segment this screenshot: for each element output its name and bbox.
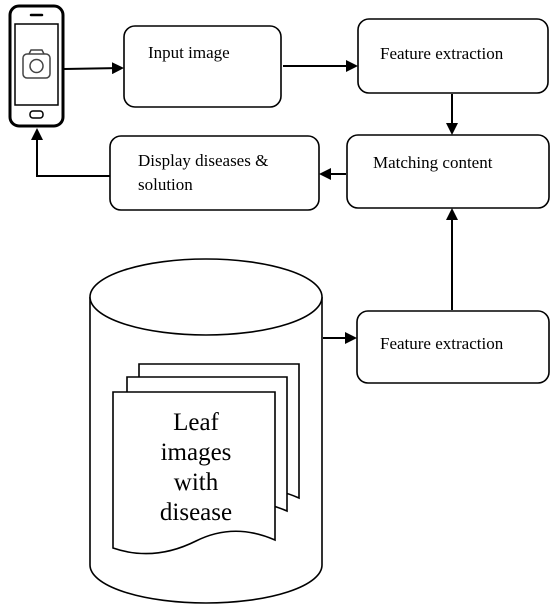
- camera-icon: [22, 49, 51, 79]
- feature-extraction-bottom-box: [356, 310, 550, 384]
- feature-extraction-bottom-label: Feature extraction: [380, 334, 504, 353]
- display-diseases-label-line1: Display diseases &: [138, 151, 269, 170]
- arrow-phone-to-input: [63, 62, 124, 75]
- input-image-box: [123, 25, 282, 108]
- document-text-line2: images: [160, 439, 232, 466]
- feature-extraction-top-label: Feature extraction: [380, 44, 504, 63]
- document-stack-icon: [112, 363, 300, 555]
- arrow-display-to-phone: [31, 128, 110, 177]
- matching-content-label: Matching content: [373, 153, 493, 172]
- input-image-label: Input image: [148, 43, 230, 62]
- document-text-line3: with: [173, 469, 219, 496]
- document-text-line1: Leaf: [173, 409, 219, 436]
- feature-extraction-top-box: [357, 18, 549, 94]
- display-diseases-box: [109, 135, 320, 211]
- display-diseases-label-line2: solution: [138, 175, 193, 194]
- smartphone-icon: [8, 4, 65, 128]
- document-text-line4: disease: [159, 499, 233, 526]
